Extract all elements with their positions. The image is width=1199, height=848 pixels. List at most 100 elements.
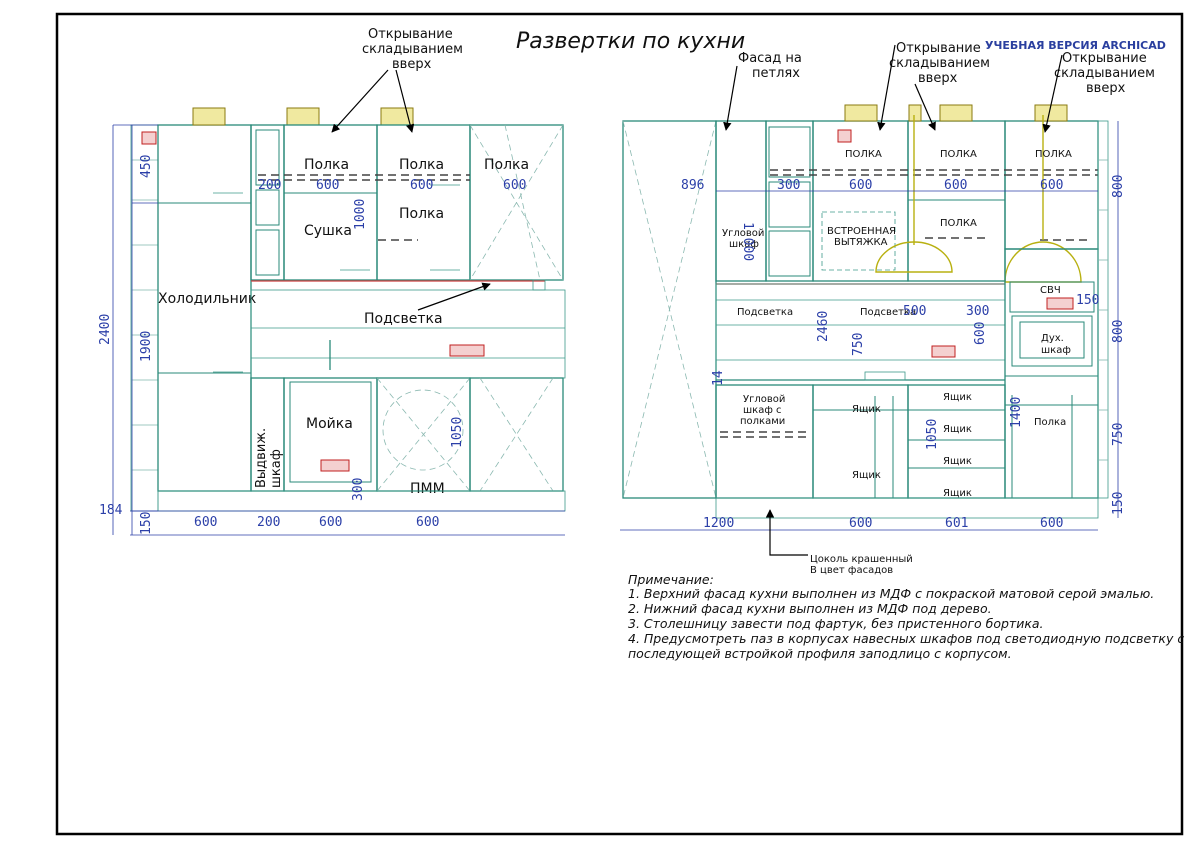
upper-cabinet-3 xyxy=(469,124,564,281)
dim-600-top-1: 600 xyxy=(316,178,339,193)
callout-plinth-2: В цвет фасадов xyxy=(810,565,893,576)
callout-open-right-2: складыванием xyxy=(1054,66,1155,81)
dim-750-mid: 750 xyxy=(851,333,866,356)
drawer-label-2: Ящик xyxy=(852,470,881,481)
callout-open-mid-3: вверх xyxy=(918,71,958,86)
sink-label: Мойка xyxy=(306,416,353,432)
dim-600-top-2: 600 xyxy=(410,178,433,193)
oven-label-1: Дух. xyxy=(1041,333,1064,344)
left-wall-hatch xyxy=(131,159,158,471)
callout-open-mid-2: складыванием xyxy=(889,56,990,71)
hob-icon xyxy=(864,371,906,381)
socket-icon xyxy=(141,131,157,145)
archicad-watermark: УЧЕБНАЯ ВЕРСИЯ ARCHICAD xyxy=(985,39,1166,52)
lift-mechanism-icon xyxy=(908,104,922,122)
dim-600-bottom-2: 600 xyxy=(319,515,342,530)
corner-cabinet-label-2: шкаф xyxy=(729,239,759,250)
corner-shelves-label-2: шкаф с xyxy=(743,405,782,416)
socket-icon xyxy=(1046,297,1074,310)
lift-mechanism-icon xyxy=(844,104,878,122)
dim-300-r2: 300 xyxy=(966,304,989,319)
callout-open-left-1: Открывание xyxy=(368,27,453,42)
right-elevation: ПОЛКА ПОЛКА ПОЛКА ПОЛКА ВСТРОЕННАЯ ВЫТЯЖ… xyxy=(620,41,1155,576)
socket-icon xyxy=(931,345,956,358)
dim-600-r2: 600 xyxy=(944,178,967,193)
corner-shelves-label-1: Угловой xyxy=(743,394,785,405)
lift-mechanism-icon xyxy=(286,107,320,126)
left-shelf-label-4: Полка xyxy=(399,206,444,222)
note-item: последующей встройкой профиля заподлицо … xyxy=(628,646,1012,661)
right-wall-hatch xyxy=(1098,159,1108,461)
left-shelf-label-3: Полка xyxy=(484,157,529,173)
left-shelf-label-1: Полка xyxy=(304,157,349,173)
lower-cabinet-end xyxy=(469,377,564,492)
dim-150-left: 150 xyxy=(139,512,154,535)
fridge-label: Холодильник xyxy=(158,291,256,307)
sink-cabinet xyxy=(283,377,378,492)
socket-icon xyxy=(320,459,350,472)
dim-600-bottom-3: 600 xyxy=(416,515,439,530)
dishwasher-label: ПММ xyxy=(410,481,445,497)
callout-hinged-2: петлях xyxy=(752,66,800,81)
dim-896: 896 xyxy=(681,178,704,193)
callout-plinth-1: Цоколь крашенный xyxy=(810,554,913,565)
dim-1050-left: 1050 xyxy=(450,417,465,448)
callout-open-mid-1: Открывание xyxy=(896,41,981,56)
dim-1900: 1900 xyxy=(139,331,154,362)
callout-open-right-1: Открывание xyxy=(1062,51,1147,66)
microwave-label: СВЧ xyxy=(1040,285,1061,296)
callout-open-left-3: вверх xyxy=(392,57,432,72)
drawer-label-1: Ящик xyxy=(852,404,881,415)
dim-1050-r: 1050 xyxy=(925,419,940,450)
dim-200-bottom: 200 xyxy=(257,515,280,530)
drawer-label-3: Ящик xyxy=(943,392,972,403)
drawer-label-5: Ящик xyxy=(943,456,972,467)
drawer-label-4: Ящик xyxy=(943,424,972,435)
dim-600-big: 600 xyxy=(973,322,988,345)
note-item: 2. Нижний фасад кухни выполнен из МДФ по… xyxy=(628,601,992,616)
corner-cabinet-label-1: Угловой xyxy=(722,228,764,239)
upper-cabinet-2 xyxy=(376,124,471,281)
dim-1400: 1400 xyxy=(1009,397,1024,428)
socket-icon xyxy=(449,344,485,357)
right-shelf-label-3: ПОЛКА xyxy=(1035,149,1072,160)
dim-600-rb1: 600 xyxy=(849,516,872,531)
dim-2460: 2460 xyxy=(816,311,831,342)
dim-14: 14 xyxy=(711,370,726,386)
dryer-label: Сушка xyxy=(304,223,352,239)
dim-800-r2: 800 xyxy=(1111,320,1126,343)
lift-mechanism-icon xyxy=(939,104,973,122)
note-item: 3. Столешницу завести под фартук, без пр… xyxy=(628,616,1044,631)
pendant-lamp-icon xyxy=(1004,115,1082,283)
pullout-label-1: Выдвиж. xyxy=(254,428,269,488)
dim-600-r1: 600 xyxy=(849,178,872,193)
dim-600-top-3: 600 xyxy=(503,178,526,193)
upper-cabinet-r1 xyxy=(812,120,909,282)
dim-150-r2: 150 xyxy=(1111,492,1126,515)
pendant-lamp-icon xyxy=(875,115,953,273)
dim-300-r: 300 xyxy=(777,178,800,193)
dim-184: 184 xyxy=(99,503,123,518)
dim-601: 601 xyxy=(945,516,968,531)
upper-cabinet-r2 xyxy=(907,120,1006,282)
dim-600-bottom-1: 600 xyxy=(194,515,217,530)
hood-label-1: ВСТРОЕННАЯ xyxy=(827,226,896,237)
dim-2400: 2400 xyxy=(98,314,113,345)
dim-200-top: 200 xyxy=(258,178,281,193)
lower-drawers-1 xyxy=(812,384,909,499)
notes-heading: Примечание: xyxy=(628,572,714,587)
fridge-column xyxy=(157,124,252,492)
pullout-label-2: шкаф xyxy=(269,449,284,488)
callout-open-left-2: складыванием xyxy=(362,42,463,57)
sheet-frame xyxy=(55,12,1184,836)
hood-label-2: ВЫТЯЖКА xyxy=(834,237,888,248)
note-item: 1. Верхний фасад кухни выполнен из МДФ с… xyxy=(628,586,1154,601)
oven-label-2: шкаф xyxy=(1041,345,1071,356)
upper-narrow-cabinet-right xyxy=(765,120,814,282)
dim-750-r: 750 xyxy=(1111,423,1126,446)
dim-1000-r: 1 000 xyxy=(740,222,755,261)
drawing-title: Развертки по кухни xyxy=(516,29,745,54)
dim-1000-left: 1000 xyxy=(353,199,368,230)
oven xyxy=(1011,315,1093,367)
